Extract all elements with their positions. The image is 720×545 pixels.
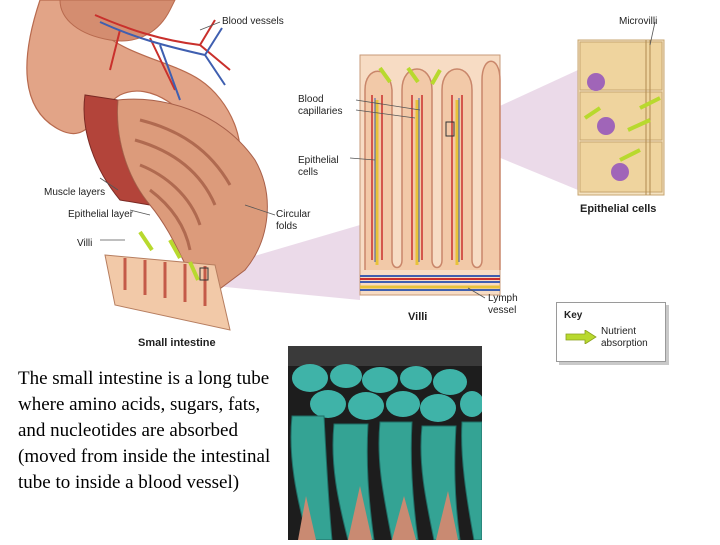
microvilli-edge: [645, 40, 651, 195]
blood-vessel-red: [94, 14, 231, 91]
intestine-cut-face: [104, 254, 231, 331]
label-villi-title: Villi: [408, 311, 428, 323]
leader-lines: [99, 21, 656, 299]
label-blood-capillaries-2: capillaries: [298, 106, 343, 117]
label-muscle-layers: Muscle layers: [44, 187, 106, 198]
cell-nucleus: [597, 117, 615, 135]
label-epithelial-cells-title: Epithelial cells: [580, 203, 657, 215]
blood-vessel-blue: [99, 21, 226, 101]
cell-nucleus: [587, 73, 605, 91]
circular-folds: [134, 118, 232, 251]
micrograph-villi-tops: [292, 364, 484, 422]
villus-capillary-blue: [374, 98, 460, 262]
villus-lacteal: [375, 100, 459, 265]
label-epithelial-cells-1: Epithelial: [298, 155, 339, 166]
epithelial-cell: [579, 91, 663, 141]
absorption-arrow: [138, 230, 200, 281]
label-lymph-vessel-2: vessel: [488, 305, 517, 316]
label-circular-folds-1: Circular: [276, 209, 311, 220]
caption-text: The small intestine is a long tube where…: [18, 368, 271, 493]
micrograph-villi-cores: [298, 486, 458, 540]
label-epithelial-layer: Epithelial layer: [68, 209, 134, 220]
villus-capillary-red: [371, 95, 463, 260]
key-item-line2: absorption: [601, 338, 648, 349]
label-circular-folds-2: folds: [276, 221, 298, 232]
zoom-connector-villi: [200, 225, 360, 300]
label-microvilli: Microvilli: [619, 16, 658, 27]
zoom-box-small: [199, 267, 209, 281]
villi-base-vessels: [360, 275, 500, 291]
zoom-connector-cells: [452, 70, 578, 190]
micrograph-image: [288, 346, 484, 541]
cell-absorption-arrows: [583, 96, 661, 162]
key-item-line1: Nutrient: [601, 326, 637, 337]
villi-micrograph: [288, 346, 484, 541]
key-item-text: Nutrient absorption: [601, 326, 648, 350]
cell-nucleus: [611, 163, 629, 181]
villi-absorption-arrows: [378, 66, 442, 85]
label-blood-capillaries-1: Blood: [298, 94, 324, 105]
intestine-interior: [117, 98, 268, 301]
intestine-coil-back: [59, 0, 176, 42]
label-blood-vessels: Blood vessels: [222, 16, 284, 27]
legend-key: Key Nutrient absorption: [556, 302, 666, 362]
zoom-box-villi: [445, 121, 455, 137]
nutrient-arrow-icon: [565, 330, 597, 344]
label-lymph-vessel-1: Lymph: [488, 293, 518, 304]
villi-small: [123, 258, 207, 306]
villi-outlines: [364, 60, 501, 270]
label-small-intestine-title: Small intestine: [138, 337, 216, 349]
key-title: Key: [564, 310, 583, 321]
label-epithelial-cells-2: cells: [298, 167, 319, 178]
label-villi-small: Villi: [77, 238, 93, 249]
micrograph-villi-bodies: [290, 415, 483, 541]
